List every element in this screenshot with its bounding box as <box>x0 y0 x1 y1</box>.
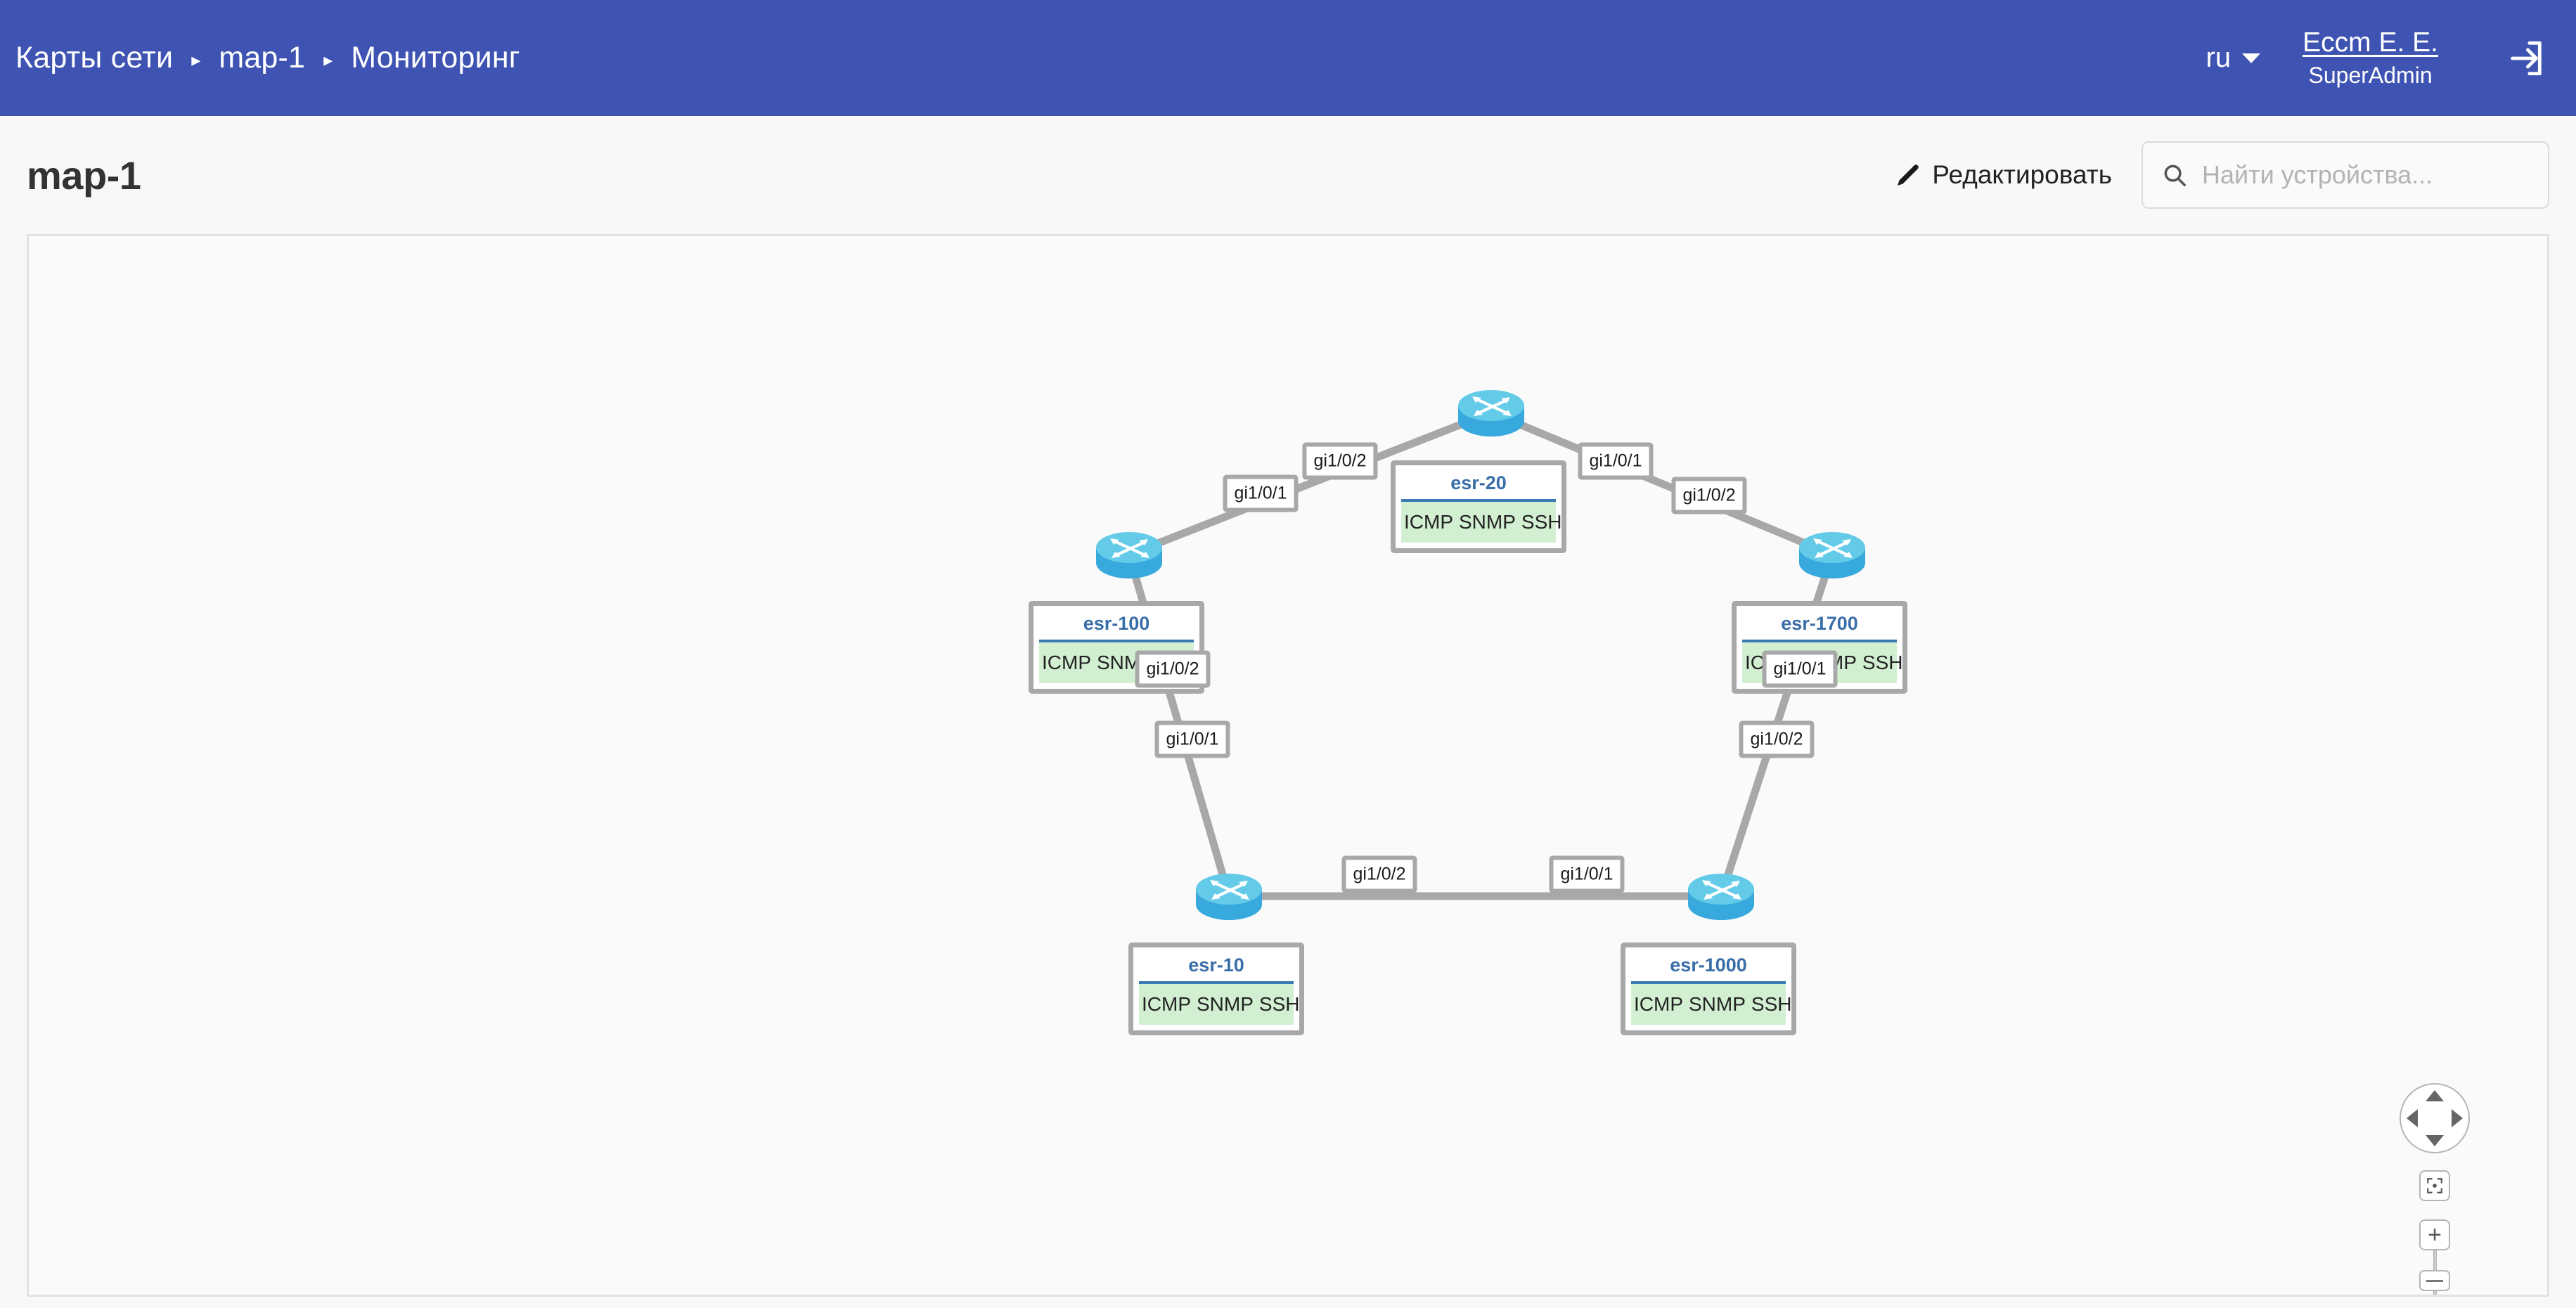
arrow-left-icon[interactable] <box>2407 1109 2418 1127</box>
interface-label[interactable]: gi1/0/1 <box>1762 650 1838 688</box>
fit-to-screen-button[interactable] <box>2419 1170 2450 1201</box>
arrow-right-icon[interactable] <box>2452 1109 2463 1127</box>
search-icon <box>2164 164 2186 186</box>
user-info: Eccm E. E. SuperAdmin <box>2303 27 2438 89</box>
router-icon-esr-1700[interactable] <box>1793 524 1871 585</box>
service-status-icmp: ICMP <box>1404 511 1453 533</box>
breadcrumb-separator-icon: ▸ <box>323 48 333 70</box>
header-right-group: ru Eccm E. E. SuperAdmin <box>2206 0 2576 116</box>
interface-label[interactable]: gi1/0/2 <box>1302 442 1378 480</box>
breadcrumb-separator-icon: ▸ <box>191 48 201 70</box>
breadcrumb-item-network-maps[interactable]: Карты сети <box>15 41 174 75</box>
router-icon <box>1196 874 1262 920</box>
service-status-snmp: SNMP <box>1689 993 1746 1015</box>
router-icon <box>1799 532 1865 578</box>
arrow-down-icon[interactable] <box>2426 1135 2444 1146</box>
search-box[interactable] <box>2142 141 2549 209</box>
service-status-snmp: SNMP <box>1459 511 1516 533</box>
language-label: ru <box>2205 42 2232 73</box>
top-header-bar: Карты сети ▸ map-1 ▸ Мониторинг ru Eccm … <box>0 0 2576 116</box>
router-icon <box>1688 874 1754 920</box>
zoom-in-label: + <box>2428 1222 2442 1248</box>
network-map-canvas[interactable]: esr-20ICMPSNMPSSHesr-100ICMPSNMPSSHesr-1… <box>27 234 2549 1297</box>
router-icon <box>1458 390 1524 436</box>
service-status-ssh: SSH <box>1521 511 1562 533</box>
pan-compass[interactable] <box>2400 1083 2470 1153</box>
node-name-label: esr-1700 <box>1742 610 1897 642</box>
user-name-link[interactable]: Eccm E. E. <box>2303 27 2438 58</box>
node-info-box-esr-100[interactable]: esr-100ICMPSNMPSSH <box>1029 601 1204 694</box>
service-status-icmp: ICMP <box>1634 993 1683 1015</box>
router-icon-esr-100[interactable] <box>1090 524 1168 585</box>
node-name-label: esr-1000 <box>1631 952 1786 984</box>
interface-label[interactable]: gi1/0/1 <box>1223 474 1299 512</box>
edit-button-label: Редактировать <box>1932 160 2112 189</box>
page-title-row: map-1 Редактировать <box>0 116 2576 234</box>
router-icon-esr-10[interactable] <box>1190 865 1268 927</box>
page-title: map-1 <box>27 153 141 198</box>
interface-label[interactable]: gi1/0/1 <box>1154 720 1230 758</box>
interface-label[interactable]: gi1/0/1 <box>1549 855 1625 893</box>
arrow-up-icon[interactable] <box>2426 1090 2444 1101</box>
service-status-snmp: SNMP <box>1197 993 1254 1015</box>
logout-icon <box>2511 41 2542 75</box>
service-status-ssh: SSH <box>1751 993 1792 1015</box>
zoom-slider-handle[interactable] <box>2419 1270 2450 1291</box>
chevron-down-icon <box>2242 53 2261 63</box>
map-controls: + <box>2400 1083 2470 1295</box>
interface-label[interactable]: gi1/0/2 <box>1341 855 1417 893</box>
service-status-icmp: ICMP <box>1042 652 1091 673</box>
node-name-label: esr-10 <box>1139 952 1294 984</box>
language-selector[interactable]: ru <box>2206 42 2261 74</box>
zoom-slider-track[interactable] <box>2419 1250 2450 1295</box>
interface-label[interactable]: gi1/0/2 <box>1739 720 1815 758</box>
node-name-label: esr-100 <box>1039 610 1194 642</box>
router-icon <box>1096 532 1162 578</box>
interface-label[interactable]: gi1/0/2 <box>1671 477 1747 514</box>
logout-button[interactable] <box>2506 38 2546 79</box>
user-role-label: SuperAdmin <box>2308 63 2433 89</box>
router-icon-esr-1000[interactable] <box>1682 865 1760 927</box>
breadcrumb-item-monitoring[interactable]: Мониторинг <box>351 41 520 75</box>
map-links-layer <box>1125 408 1836 900</box>
node-name-label: esr-20 <box>1401 470 1556 502</box>
service-status-ssh: SSH <box>1258 993 1300 1015</box>
zoom-in-button[interactable]: + <box>2419 1219 2450 1250</box>
breadcrumb-item-map-1[interactable]: map-1 <box>219 41 306 75</box>
search-input[interactable] <box>2202 143 2530 207</box>
service-status-ssh: SSH <box>1862 652 1903 673</box>
interface-label[interactable]: gi1/0/2 <box>1135 650 1211 688</box>
fit-to-screen-icon <box>2427 1178 2442 1193</box>
router-icon-esr-20[interactable] <box>1453 382 1530 443</box>
service-status-icmp: ICMP <box>1142 993 1191 1015</box>
pencil-icon <box>1898 164 1919 186</box>
page-actions: Редактировать <box>1894 141 2576 209</box>
edit-button[interactable]: Редактировать <box>1894 160 2112 190</box>
interface-label[interactable]: gi1/0/1 <box>1578 442 1654 480</box>
slider-grip-icon <box>2426 1279 2443 1282</box>
link-esr-100-esr-20[interactable] <box>1125 408 1495 559</box>
breadcrumb: Карты сети ▸ map-1 ▸ Мониторинг <box>0 41 520 75</box>
link-esr-20-esr-1700[interactable] <box>1487 408 1836 559</box>
